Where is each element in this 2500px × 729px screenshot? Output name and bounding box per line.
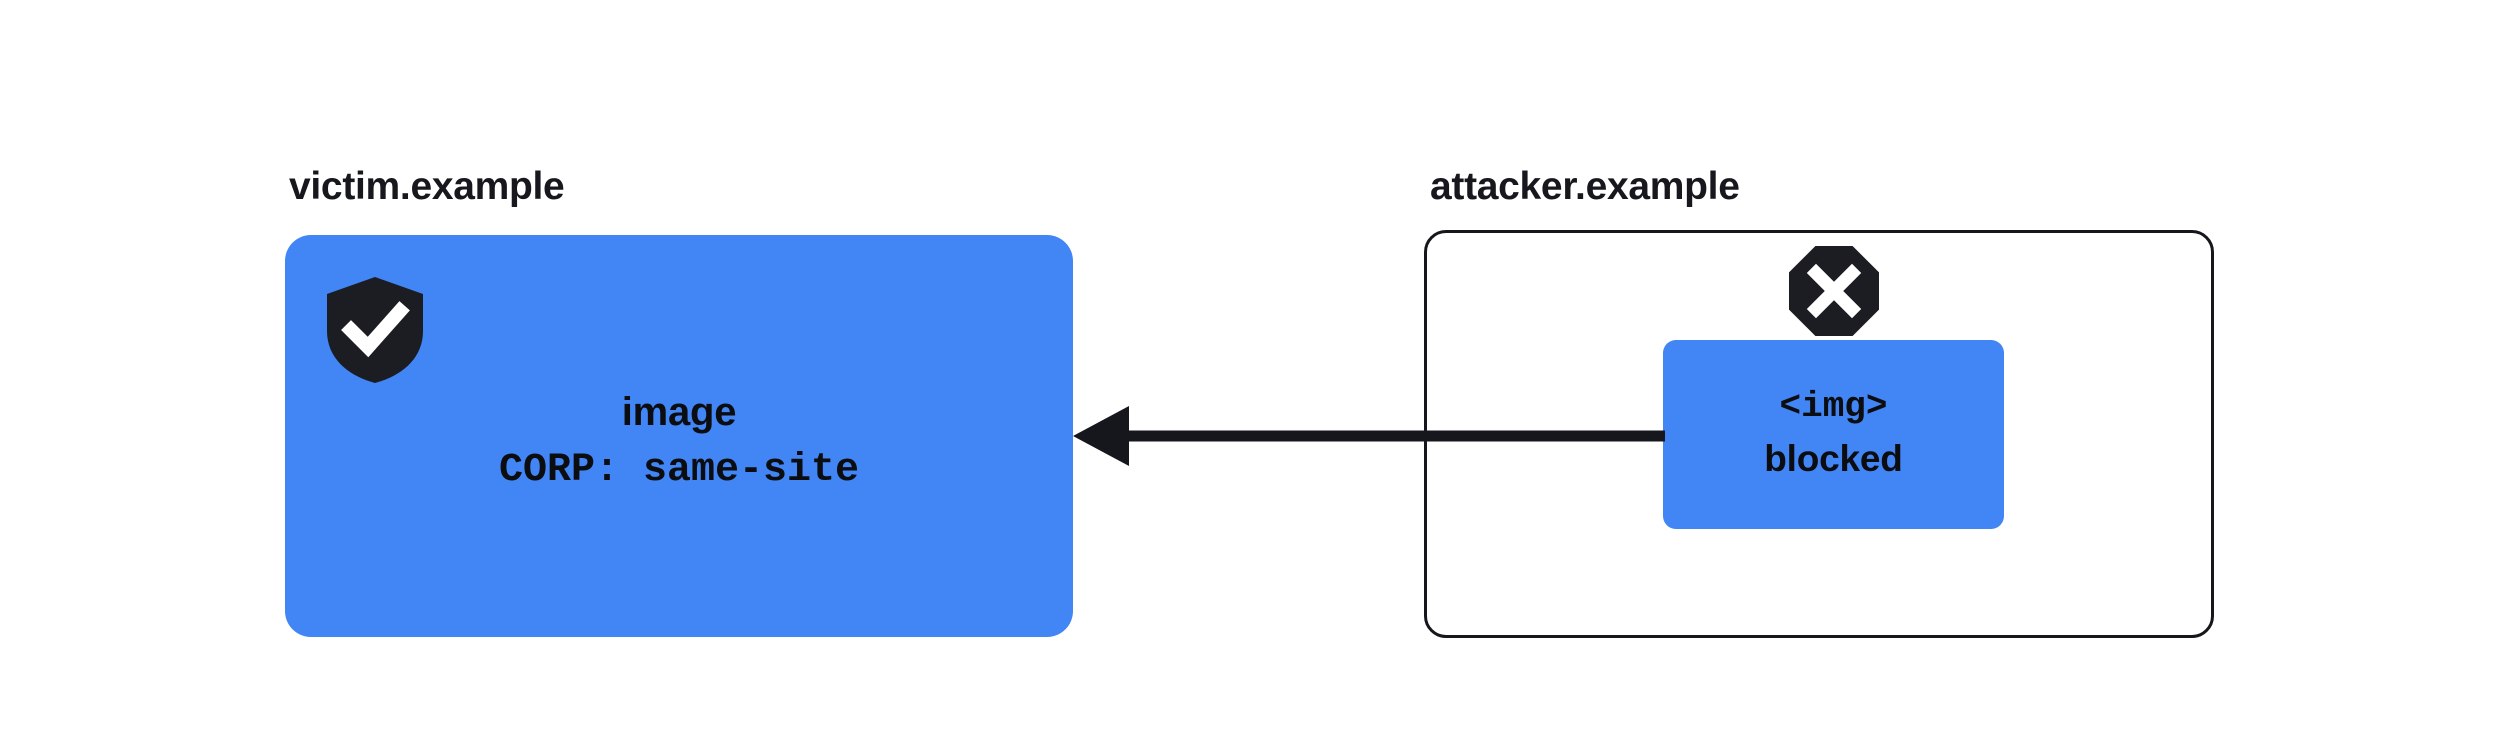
resource-name: image bbox=[621, 390, 737, 434]
resource-corp-header: CORP: same-site bbox=[498, 448, 860, 493]
cross-origin-request-arrow bbox=[1065, 405, 1675, 467]
request-status: blocked bbox=[1764, 438, 1903, 479]
shield-check-icon bbox=[327, 277, 423, 383]
blocked-request-box: <img> blocked bbox=[1663, 340, 2004, 529]
blocked-request-text: <img> blocked bbox=[1663, 381, 2004, 485]
request-element-tag: <img> bbox=[1779, 386, 1888, 427]
octagon-x-icon bbox=[1789, 246, 1879, 336]
victim-resource-text: image CORP: same-site bbox=[285, 383, 1073, 501]
attacker-origin-label: attacker.example bbox=[1430, 165, 1740, 208]
victim-origin-label: victim.example bbox=[289, 165, 565, 208]
